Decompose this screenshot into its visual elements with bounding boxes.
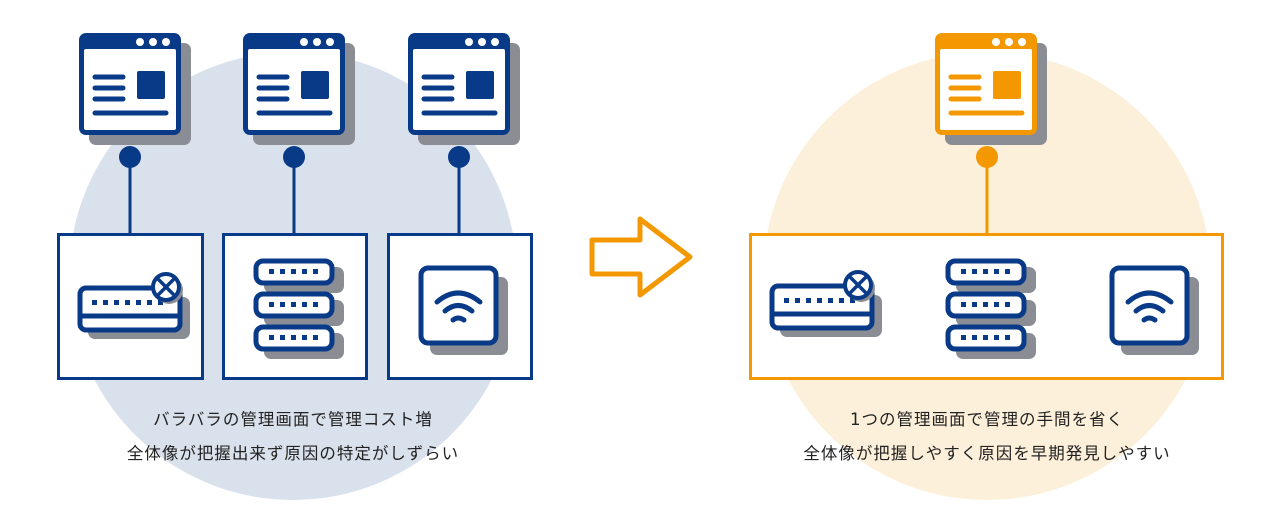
- server-icon: [256, 261, 344, 359]
- management-window-icon: [408, 33, 520, 145]
- after-caption-line2: 全体像が把握しやすく原因を早期発見しやすい: [803, 444, 1171, 463]
- before-caption-line2: 全体像が把握出来ず原因の特定がしずらい: [126, 444, 460, 463]
- connector-dot: [976, 146, 998, 168]
- wifi-icon: [421, 268, 508, 355]
- after-group: [749, 33, 1224, 380]
- before-caption-line1: バラバラの管理画面で管理コスト増: [153, 410, 433, 429]
- connector: [128, 157, 461, 234]
- unified-management-window-icon: [935, 33, 1047, 145]
- connector-dot: [448, 146, 470, 168]
- wifi-icon: [1112, 268, 1199, 355]
- management-window-icon: [79, 33, 191, 145]
- arrow-right-icon: [589, 216, 693, 298]
- before-group: [57, 33, 533, 380]
- server-icon: [948, 261, 1036, 359]
- connector-dot: [119, 146, 141, 168]
- connector-dot: [283, 146, 305, 168]
- after-caption-line1: 1つの管理画面で管理の手間を省く: [850, 410, 1124, 429]
- management-window-icon: [243, 33, 355, 145]
